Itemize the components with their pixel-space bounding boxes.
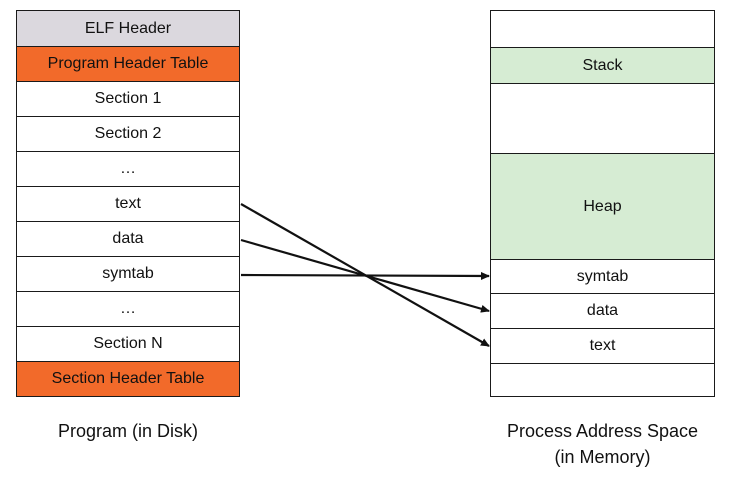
disk-section-label: Section N (93, 335, 163, 352)
memory-region-label: Heap (583, 197, 622, 215)
symtab-to-symtab-arrow (240, 271, 490, 280)
memory-caption-line2: (in Memory) (554, 447, 651, 467)
memory-region-label: symtab (576, 267, 629, 285)
disk-section: Section N (17, 327, 239, 362)
memory-region: text (491, 329, 714, 364)
memory-region: Stack (491, 48, 714, 84)
disk-caption: Program (in Disk) (16, 418, 240, 444)
data-to-data-arrow (240, 238, 490, 313)
disk-section: data (17, 222, 239, 257)
disk-section: ELF Header (17, 11, 239, 47)
disk-section-label: … (120, 300, 136, 317)
memory-region (491, 84, 714, 154)
disk-section: Section Header Table (17, 362, 239, 396)
memory-region: symtab (491, 260, 714, 294)
memory-region-label: data (586, 302, 619, 319)
disk-section: Section 2 (17, 117, 239, 152)
disk-caption-text: Program (in Disk) (57, 421, 199, 441)
disk-section-label: symtab (102, 265, 154, 282)
text-to-text-arrow (240, 203, 490, 347)
disk-section-label: Section 2 (94, 125, 162, 142)
disk-section-label: Section Header Table (51, 370, 205, 387)
memory-caption: Process Address Space (in Memory) (470, 418, 735, 470)
memory-region (491, 11, 714, 48)
disk-section-label: data (112, 230, 144, 247)
disk-layout: ELF Header Program Header Table Section … (16, 10, 240, 397)
memory-region: data (491, 294, 714, 329)
disk-section: … (17, 152, 239, 187)
disk-section-label: text (115, 195, 141, 212)
memory-caption-line1: Process Address Space (506, 421, 699, 441)
disk-section: Section 1 (17, 82, 239, 117)
disk-section-label: … (120, 160, 136, 177)
disk-section-label: Program Header Table (47, 55, 209, 72)
memory-region (491, 364, 714, 396)
memory-layout: Stack Heap symtab data text (490, 10, 715, 397)
memory-region-label: Stack (582, 56, 623, 74)
disk-section-label: ELF Header (84, 19, 172, 37)
disk-section: text (17, 187, 239, 222)
disk-section: symtab (17, 257, 239, 292)
disk-section: … (17, 292, 239, 327)
disk-section: Program Header Table (17, 47, 239, 82)
memory-region: Heap (491, 154, 714, 260)
memory-region-label: text (589, 337, 616, 354)
disk-section-label: Section 1 (94, 90, 162, 107)
